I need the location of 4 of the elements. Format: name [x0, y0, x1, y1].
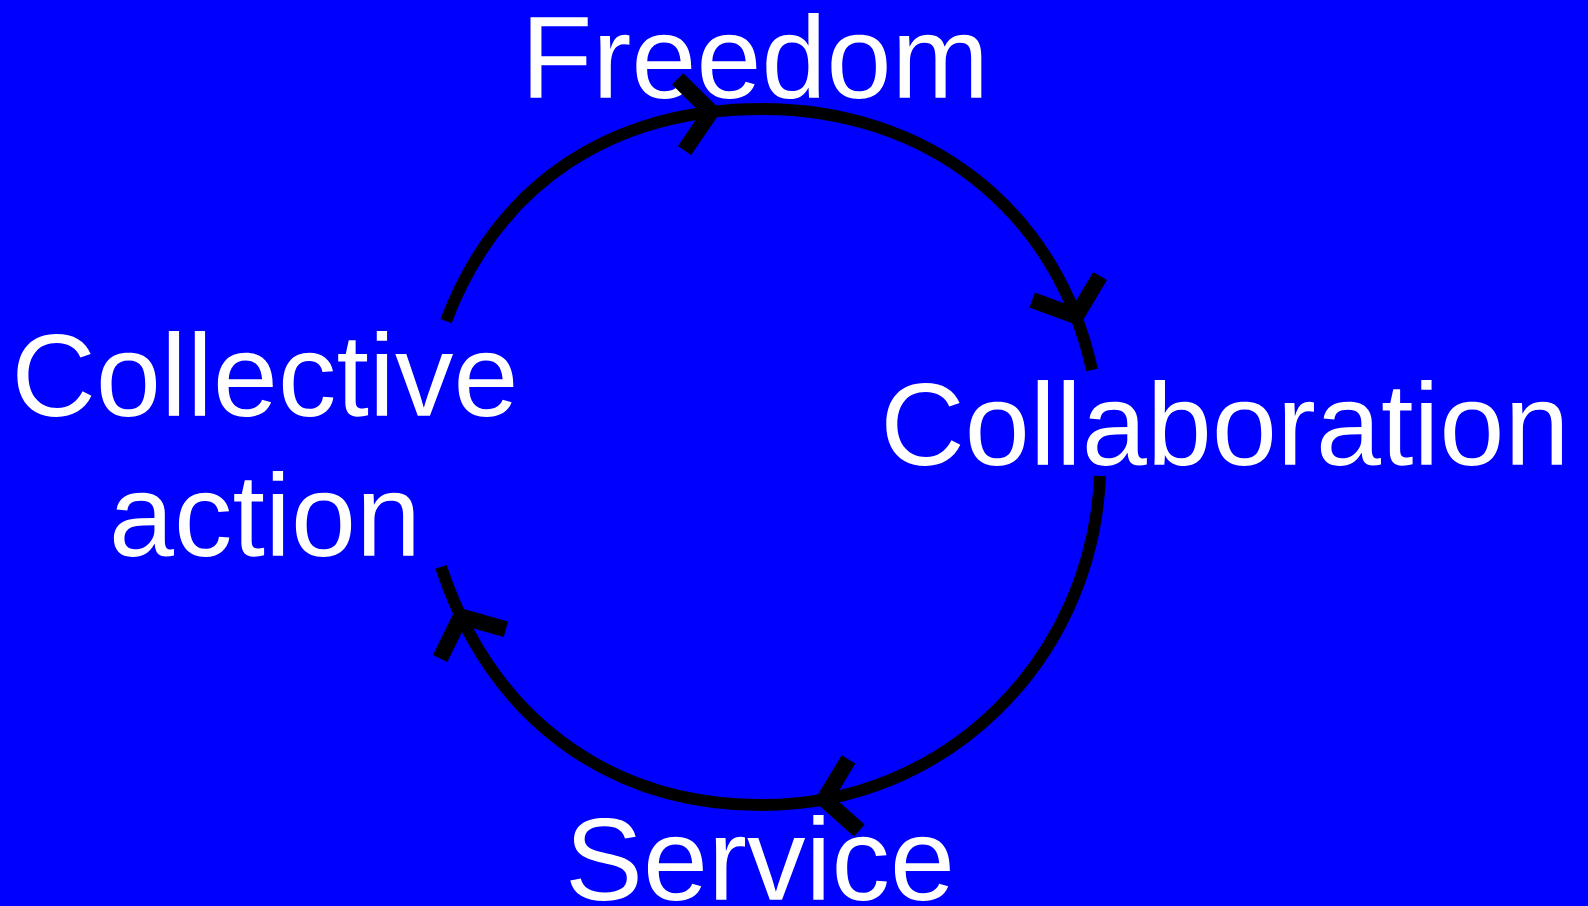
label-text: Service — [570, 815, 950, 901]
label-text: Collaboration — [886, 380, 1562, 466]
label-text: Freedom — [530, 13, 982, 99]
label-text: Collective action — [17, 331, 514, 557]
